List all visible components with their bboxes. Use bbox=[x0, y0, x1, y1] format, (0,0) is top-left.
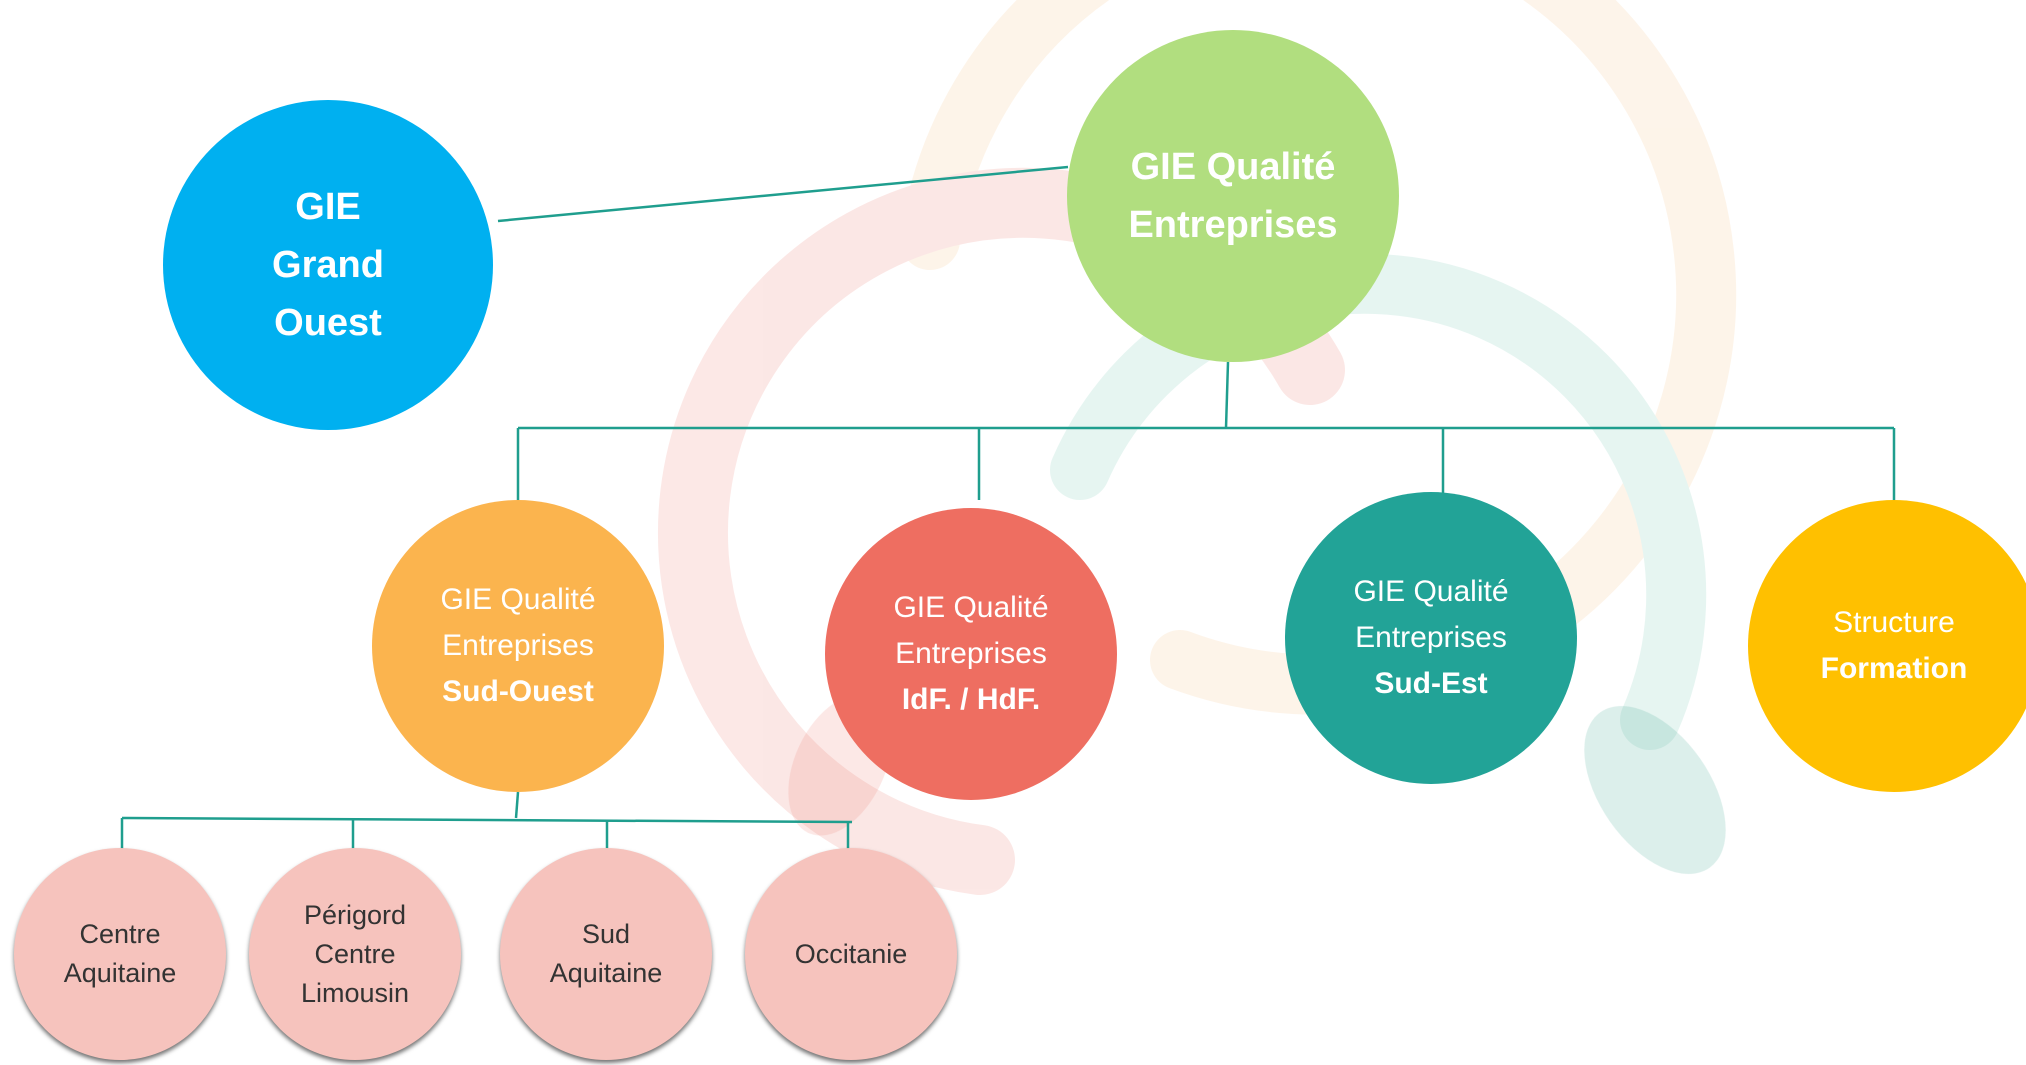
node-label-line: GIE Qualité bbox=[440, 583, 596, 616]
leaf-label-line: Centre bbox=[314, 938, 396, 969]
leaf-label-line: Limousin bbox=[300, 977, 410, 1008]
node-label-line: Ouest bbox=[274, 302, 382, 344]
node-label-line: Structure bbox=[1833, 606, 1955, 639]
node-gie-idf-hdf[interactable]: GIE Qualité Entreprises IdF. / HdF. bbox=[825, 508, 1117, 800]
logo-leaf-teal bbox=[1584, 706, 1726, 874]
leaf-label-line: Occitanie bbox=[794, 938, 908, 969]
node-gie-grand-ouest[interactable]: GIE Grand Ouest bbox=[163, 100, 493, 430]
node-label-region: Sud-Est bbox=[1374, 667, 1488, 700]
connector-sud-ouest-trunk bbox=[514, 791, 520, 819]
leaf-label-line: Aquitaine bbox=[63, 958, 177, 988]
node-label-line: GIE Qualité bbox=[1353, 575, 1509, 608]
connector-leaf-bus bbox=[121, 816, 853, 824]
node-label-line: GIE Qualité bbox=[893, 591, 1049, 624]
node-label-line: Grand bbox=[272, 244, 384, 286]
node-label-line: GIE Qualité bbox=[1130, 146, 1336, 188]
leaf-label-line: Sud bbox=[581, 919, 631, 949]
leaf-label-line: Aquitaine bbox=[549, 958, 663, 988]
node-label-region: Formation bbox=[1820, 652, 1968, 685]
node-label-line: GIE bbox=[295, 186, 361, 228]
leaf-sud-aquitaine[interactable]: Sud Aquitaine bbox=[500, 848, 712, 1060]
node-label-region: IdF. / HdF. bbox=[901, 683, 1041, 716]
leaf-occitanie[interactable]: Occitanie bbox=[745, 848, 957, 1060]
node-label-line: Entreprises bbox=[1355, 621, 1507, 654]
node-gie-sud-est[interactable]: GIE Qualité Entreprises Sud-Est bbox=[1285, 492, 1577, 784]
node-gie-qualite-entreprises[interactable]: GIE Qualité Entreprises bbox=[1067, 30, 1399, 362]
connector-grand-ouest bbox=[497, 165, 1069, 223]
connector-trunk bbox=[1224, 361, 1230, 429]
node-label-line: Entreprises bbox=[442, 629, 594, 662]
node-label-region: Sud-Ouest bbox=[442, 675, 594, 708]
leaf-label-line: Centre bbox=[79, 919, 161, 949]
node-label-line: Entreprises bbox=[895, 637, 1047, 670]
node-label-line: Entreprises bbox=[1128, 204, 1338, 246]
node-gie-sud-ouest[interactable]: GIE Qualité Entreprises Sud-Ouest bbox=[372, 500, 664, 792]
leaf-perigord-centre-limousin[interactable]: Périgord Centre Limousin bbox=[249, 848, 461, 1060]
leaf-label-line: Périgord bbox=[303, 899, 407, 930]
node-structure-formation[interactable]: Structure Formation bbox=[1748, 500, 2026, 792]
leaf-centre-aquitaine[interactable]: Centre Aquitaine bbox=[14, 848, 226, 1060]
